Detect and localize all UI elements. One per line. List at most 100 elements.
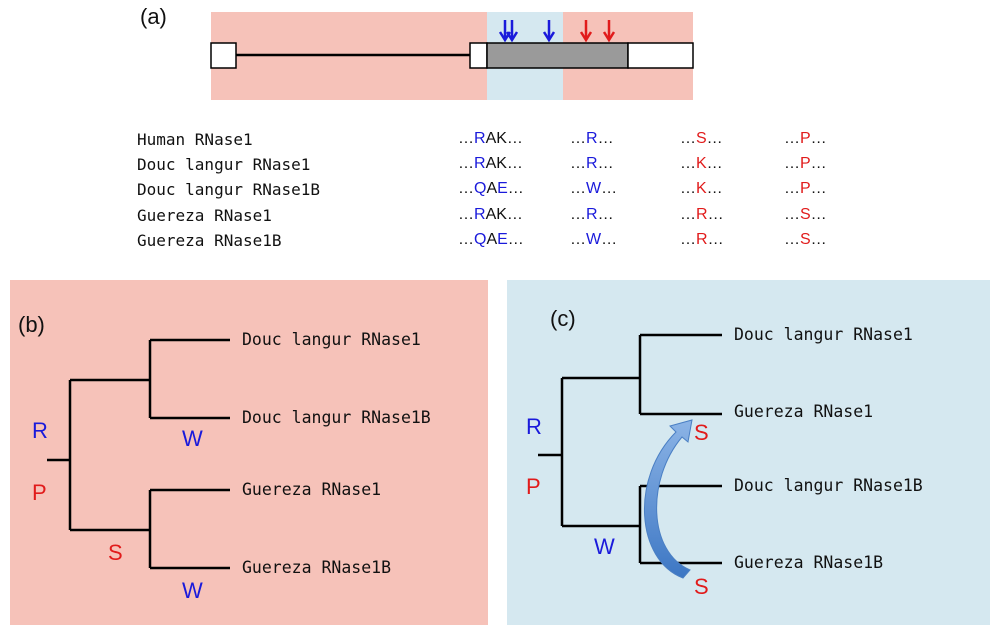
ellipsis: … [680, 180, 696, 197]
alignment-species-name: Douc langur RNase1 [137, 155, 311, 174]
residue: Q [474, 180, 487, 197]
ellipsis: … [707, 231, 724, 248]
residue: A [485, 155, 497, 172]
tree-b-root-mutation-p: P [32, 480, 47, 505]
residue: R [696, 231, 708, 248]
residue: E [497, 180, 508, 197]
ellipsis: … [458, 180, 474, 197]
blue-arrow-3 [542, 20, 556, 43]
ellipsis: … [570, 231, 586, 248]
tree-b-guereza1b-mutation-w: W [182, 578, 203, 603]
residue: R [474, 206, 486, 223]
gene-conversion-arrow [643, 419, 693, 579]
alignment-seg1: …RAK… [458, 155, 523, 173]
ellipsis: … [597, 155, 614, 172]
residue: W [586, 231, 602, 248]
site-arrows [498, 20, 616, 43]
tree-c-leaf-2: Guereza RNase1 [734, 402, 874, 421]
ellipsis: … [810, 130, 827, 147]
red-arrow-1 [579, 20, 593, 43]
residue: S [696, 130, 707, 147]
ellipsis: … [810, 180, 827, 197]
tree-b-douc1b-mutation-w: W [182, 426, 203, 451]
residue: Q [474, 231, 487, 248]
alignment-seg1: …QAE… [458, 231, 524, 249]
residue: P [800, 130, 811, 147]
alignment-seg1: …RAK… [458, 130, 523, 148]
ellipsis: … [707, 206, 724, 223]
tree-b-root-mutation-r: R [32, 418, 48, 443]
ellipsis: … [601, 180, 618, 197]
residue: K [496, 155, 507, 172]
exon-2-3utr [627, 42, 694, 69]
ellipsis: … [506, 206, 523, 223]
ellipsis: … [570, 130, 586, 147]
exon-1 [210, 42, 237, 69]
alignment-seg3: …R… [680, 206, 724, 224]
ellipsis: … [784, 130, 800, 147]
alignment-species-name: Guereza RNase1B [137, 231, 282, 250]
tree-b-leaf-1: Douc langur RNase1 [242, 330, 421, 349]
ellipsis: … [680, 206, 696, 223]
alignment-seg2: …R… [570, 206, 614, 224]
tree-c-root-mutation-p: P [526, 474, 541, 499]
alignment-seg2: …R… [570, 130, 614, 148]
alignment-seg2: …W… [570, 231, 617, 249]
residue: R [586, 206, 598, 223]
tree-b-leaf-2: Douc langur RNase1B [242, 408, 431, 427]
residue: P [800, 155, 811, 172]
alignment-seg4: …P… [784, 155, 827, 173]
ellipsis: … [458, 231, 474, 248]
tree-c-leaf-3: Douc langur RNase1B [734, 476, 923, 495]
alignment-seg1: …QAE… [458, 180, 524, 198]
ellipsis: … [680, 231, 696, 248]
alignment-seg2: …R… [570, 155, 614, 173]
residue: R [474, 155, 486, 172]
alignment-seg3: …K… [680, 180, 723, 198]
residue: R [474, 130, 486, 147]
tree-c-guereza1-mutation-s: S [694, 420, 709, 445]
panel-b-background [10, 280, 488, 625]
residue: K [496, 130, 507, 147]
residue: S [800, 231, 811, 248]
tree-b-leaf-3: Guereza RNase1 [242, 480, 382, 499]
ellipsis: … [570, 206, 586, 223]
red-arrow-2 [602, 20, 616, 43]
ellipsis: … [784, 231, 800, 248]
residue: A [486, 180, 498, 197]
alignment-seg3: …R… [680, 231, 724, 249]
ellipsis: … [706, 155, 723, 172]
ellipsis: … [507, 231, 524, 248]
tree-c-leaf-1: Douc langur RNase1 [734, 325, 913, 344]
ellipsis: … [597, 130, 614, 147]
tree-c-guereza1b-mutation-s: S [694, 574, 709, 599]
panel-c-background [507, 280, 990, 625]
ellipsis: … [597, 206, 614, 223]
ellipsis: … [458, 130, 474, 147]
alignment-seg3: …K… [680, 155, 723, 173]
alignment-species-name: Douc langur RNase1B [137, 180, 321, 199]
residue: K [496, 206, 507, 223]
tree-c-root-mutation-r: R [526, 414, 542, 439]
ellipsis: … [506, 155, 523, 172]
ellipsis: … [680, 130, 696, 147]
alignment-seg4: …S… [784, 231, 827, 249]
ellipsis: … [680, 155, 696, 172]
tree-c-rnase1b-clade-mutation-w: W [594, 534, 615, 559]
ellipsis: … [507, 180, 524, 197]
alignment-species-name: Human RNase1 [137, 130, 253, 149]
panel-b-label: (b) [18, 312, 45, 337]
alignment-seg1: …RAK… [458, 206, 523, 224]
alignment-seg3: …S… [680, 130, 723, 148]
tree-b-guereza-clade-mutation-s: S [108, 540, 123, 565]
ellipsis: … [784, 155, 800, 172]
ellipsis: … [570, 180, 586, 197]
blue-arrow-2 [505, 20, 519, 43]
ellipsis: … [458, 206, 474, 223]
coding-region [486, 42, 629, 69]
ellipsis: … [810, 206, 827, 223]
residue: A [485, 130, 497, 147]
ellipsis: … [706, 130, 723, 147]
residue: P [800, 180, 811, 197]
